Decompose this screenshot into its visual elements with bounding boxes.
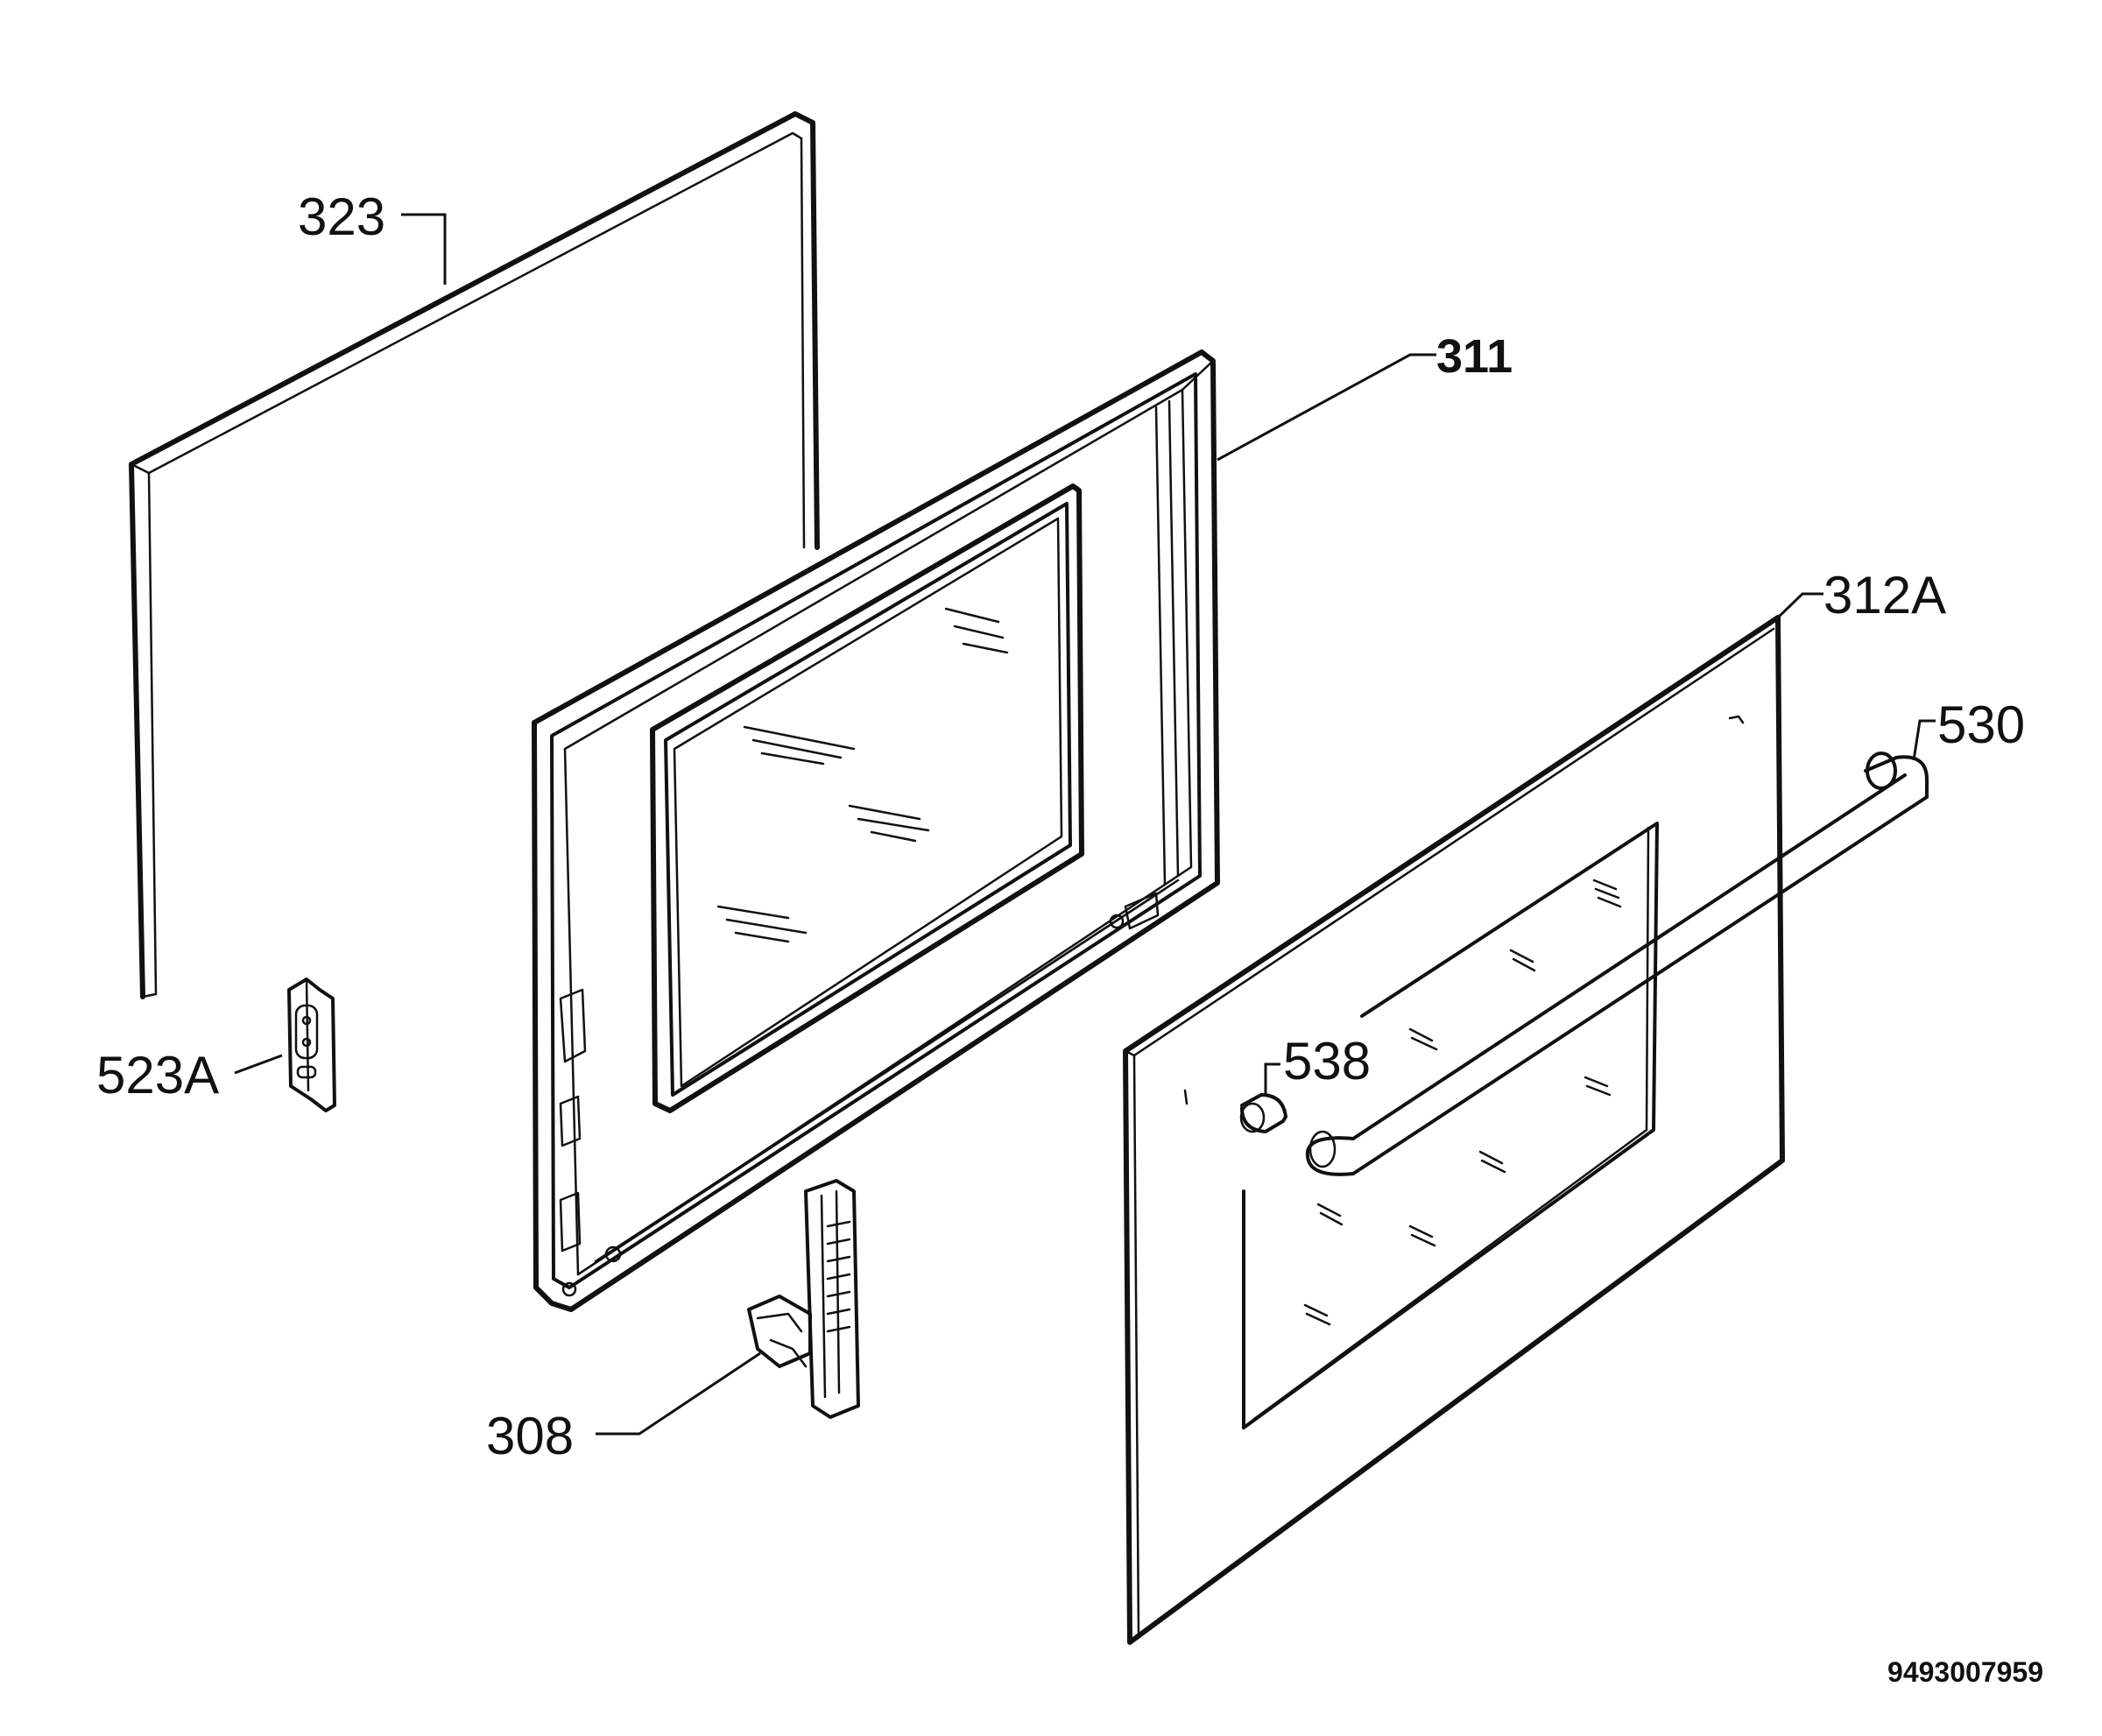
leader-523A — [234, 1054, 283, 1075]
leader-308 — [596, 1351, 761, 1436]
label-308: 308 — [486, 1407, 574, 1465]
door-handle-part — [1305, 752, 1929, 1176]
label-538: 538 — [1283, 1032, 1371, 1090]
leader-311 — [1217, 353, 1436, 462]
leader-lines — [234, 213, 1936, 1436]
drawing-code: 9493007959 — [1887, 1656, 2043, 1688]
leader-530 — [1912, 719, 1936, 761]
inner-door-frame-part — [532, 349, 1220, 1312]
gasket-part — [129, 111, 820, 999]
leader-538 — [1264, 1062, 1280, 1095]
label-312A: 312A — [1823, 566, 1946, 625]
latch-part — [287, 977, 336, 1112]
label-530: 530 — [1937, 695, 2025, 754]
label-323: 323 — [298, 187, 385, 246]
leader-312A — [1776, 592, 1823, 619]
part-labels: 323 311 312A 530 523A 538 308 9493007959 — [96, 187, 2043, 1688]
outer-glass-panel-part — [1123, 615, 1785, 1645]
label-311: 311 — [1436, 330, 1513, 383]
handle-support-part — [1239, 1093, 1287, 1133]
label-523A: 523A — [96, 1046, 219, 1104]
hinge-part — [747, 1179, 860, 1419]
leader-323 — [401, 213, 447, 285]
